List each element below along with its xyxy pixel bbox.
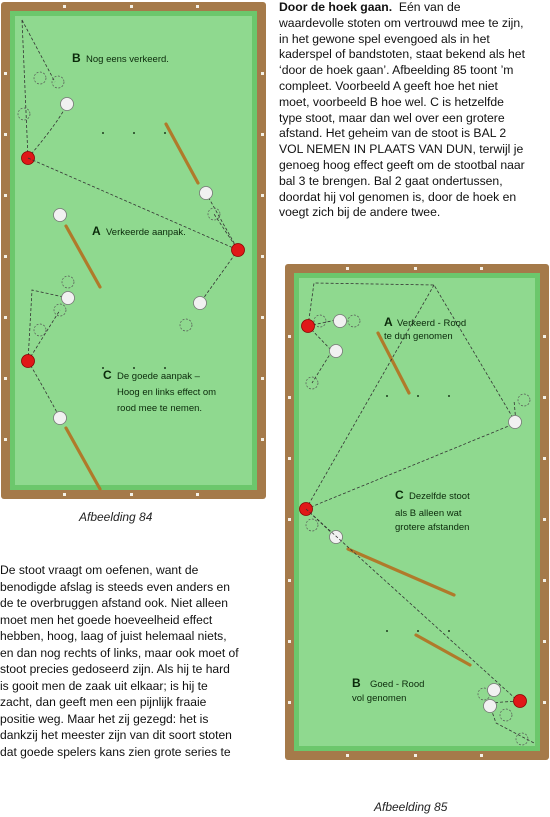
c-white-ball-1 — [61, 291, 75, 305]
f85-a-cue — [376, 331, 411, 395]
f85-b-path-1 — [305, 508, 519, 702]
paragraph-top-line-9: VOL NEMEN IN PLAATS VAN DUN, terwijl je — [279, 142, 524, 157]
paragraph-bottom-line-6: en dan nog rechts of links, maar ook moe… — [0, 645, 239, 660]
fig85-label-c-line3: grotere afstanden — [395, 522, 469, 533]
f85-a-path-2 — [307, 282, 517, 424]
f85-b-white-ball-2 — [483, 699, 497, 713]
paragraph-bottom-line-10: positie weg. Maar het zij gezegd: het is — [0, 711, 209, 726]
fig85-label-c-line1: Dezelfde stoot — [409, 491, 470, 502]
caption-figure-84: Afbeelding 84 — [79, 510, 153, 524]
paragraph-top-line-1: waardevolle stoten om vertrouwd mee te z… — [279, 15, 524, 30]
paragraph-top-line-3: kaderspel of bandstoten, staat bekend al… — [279, 47, 525, 62]
fig84-label-c-letter: C — [103, 368, 112, 382]
fig84-label-c-line1: De goede aanpak – — [117, 371, 201, 382]
paragraph-top-first-line-rest: Eén van de — [398, 0, 461, 14]
f85-c-cue — [346, 547, 456, 597]
a-white-ball-2 — [193, 296, 207, 310]
paragraph-top-line-2: in het gewone spel evengoed als in het — [279, 31, 490, 46]
f85-c-white-ball-2 — [329, 530, 343, 544]
f85-c-white-ball-1 — [508, 415, 522, 429]
paragraph-top-line-12: doordat hij vol genomen is, door de hoek… — [279, 189, 517, 204]
table-85-diamonds — [288, 267, 546, 757]
fig84-label-c-line2: Hoog en links effect om — [117, 387, 216, 398]
paragraph-bottom-line-2: benodigde afslag is steeds even anders e… — [0, 579, 230, 594]
f85-b-cue — [414, 633, 472, 667]
f85-a-white-ball-2 — [329, 344, 343, 358]
a-red-ball — [231, 243, 245, 257]
c-white-ball-2 — [53, 411, 67, 425]
fig85-label-c-letter: C — [395, 488, 404, 502]
fig85-label-a-letter: A — [384, 315, 393, 329]
f85-c-path-1 — [305, 284, 435, 510]
paragraph-top-line-13: voegt zich bij de andere twee. — [279, 205, 441, 220]
a-path-1 — [27, 157, 239, 251]
paragraph-bottom-line-1: De stoot vraagt om oefenen, want de — [0, 563, 199, 577]
fig84-label-a-letter: A — [92, 224, 101, 238]
caption-figure-85: Afbeelding 85 — [374, 800, 448, 814]
paragraph-bottom-line-12: dat goede spelers kans zien grote series… — [0, 744, 231, 759]
table-84-drawing: B Nog eens verkeerd. A Verkeerde aanpak.… — [1, 2, 266, 499]
c-path-1 — [27, 309, 61, 362]
a-cue — [64, 224, 102, 289]
c-red-ball — [21, 354, 35, 368]
fig85-label-a-line2: te dun genomen — [384, 331, 453, 342]
table-85-drawing: A Verkeerd - Rood te dun genomen C Dezel… — [285, 264, 549, 760]
table-84-cloth — [15, 16, 252, 485]
fig84-label-b-text: Nog eens verkeerd. — [86, 54, 169, 65]
fig84-label-c-line3: rood mee te nemen. — [117, 403, 202, 414]
paragraph-oefenen: De stoot vraagt om oefenen, want de beno… — [0, 562, 276, 760]
paragraph-title: Door de hoek gaan. — [279, 0, 393, 14]
a-white-ball-1 — [199, 186, 213, 200]
fig85-label-b-letter: B — [352, 676, 361, 690]
fig84-label-a-text: Verkeerde aanpak. — [106, 227, 186, 238]
paragraph-top-line-5: compleet. Voorbeeld A geeft hoe het niet — [279, 78, 498, 93]
paragraph-top-line-6: moet, voorbeeld B hoe wel. C is hetzelfd… — [279, 94, 504, 109]
c-cue — [64, 426, 102, 491]
table-84-diamonds — [4, 5, 264, 496]
b-path-2 — [21, 19, 29, 159]
paragraph-bottom-line-5: hebben, hoog, laag of juist helemaal nie… — [0, 629, 227, 643]
c-path-2 — [27, 289, 69, 362]
paragraph-top-line-0: Door de hoek gaan. Eén van de — [279, 0, 550, 16]
paragraph-door-de-hoek: Door de hoek gaan. Eén van de waardevoll… — [279, 0, 550, 221]
a-path-3 — [213, 213, 239, 251]
paragraph-top-line-8: afstand. Het geheim van de stoot is BAL … — [279, 126, 507, 141]
fig85-label-b-line2: vol genomen — [352, 693, 406, 704]
billiard-table-figure-84: B Nog eens verkeerd. A Verkeerde aanpak.… — [0, 0, 268, 500]
paragraph-top-line-11: bal 3 te brengen. Bal 2 gaat ondertussen… — [279, 173, 503, 188]
paragraph-bottom-line-3: de te overbruggen afstand ook. Niet alle… — [0, 596, 228, 610]
fig85-label-a-line1: Verkeerd - Rood — [397, 318, 466, 329]
fig85-label-c-line2: als B alleen wat — [395, 508, 462, 519]
paragraph-top-line-7: type stoot, maar dan wel over een groter… — [279, 110, 505, 125]
b-white-ball-1 — [60, 97, 74, 111]
paragraph-bottom-line-8: is gooit men de zaak uit elkaar; is hij … — [0, 678, 208, 693]
fig84-label-b-letter: B — [72, 51, 81, 65]
fig85-label-b-line1: Goed - Rood — [370, 679, 424, 690]
f85-a-red-ball — [301, 319, 315, 333]
paragraph-bottom-line-7: stoot precies gedoseerd zijn. Als hij te… — [0, 662, 230, 676]
paragraph-top-line-10: genoeg hoog effect geeft om de stootbal … — [279, 157, 525, 172]
billiard-table-figure-85: A Verkeerd - Rood te dun genomen C Dezel… — [284, 263, 550, 761]
f85-b-path-2 — [488, 700, 535, 744]
paragraph-top-line-4: ‘door de hoek gaan’. Afbeelding 85 toont… — [279, 63, 514, 78]
f85-b-red-ball — [513, 694, 527, 708]
paragraph-bottom-line-9: zacht, dan geeft men een pijnlijk fraaie — [0, 695, 207, 709]
f85-a-white-ball-1 — [333, 314, 347, 328]
f85-a-path-3 — [307, 325, 333, 384]
paragraph-bottom-line-4: moet men het goede hoeveelheid effect — [0, 612, 213, 627]
b-path-3 — [21, 19, 56, 83]
f85-b-white-ball-1 — [487, 683, 501, 697]
b-cue — [164, 122, 200, 185]
paragraph-bottom-line-11: dankzij het meester zijn van dit soort s… — [0, 728, 232, 742]
a-white-ball-3 — [53, 208, 67, 222]
